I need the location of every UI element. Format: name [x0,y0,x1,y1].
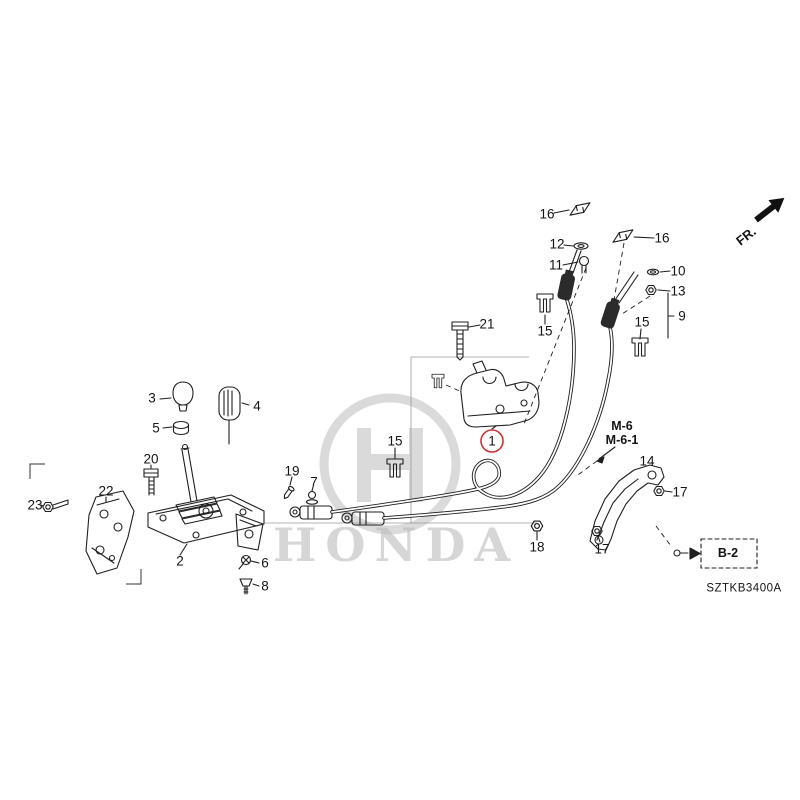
detail-box-corner-marks [29,463,142,585]
small-hardware-top [562,242,671,296]
part-callout-12[interactable]: 12 [549,236,565,252]
part-callout-17a[interactable]: 17 [672,484,688,500]
fr-direction-arrow-icon [754,197,785,223]
m6-reference-arrow [596,446,616,464]
part-callout-18[interactable]: 18 [529,539,545,555]
part-callout-5[interactable]: 5 [152,420,160,436]
shift-lever-assembly-2 [147,443,265,556]
red-callout-circle [480,429,504,453]
honda-watermark-text: HONDA [272,518,520,572]
retainer-clips-16 [553,202,655,243]
bolts-17-nut-18 [530,485,673,543]
part-callout-13[interactable]: 13 [670,283,686,299]
bolt-23 [40,499,69,513]
cable-stay-bracket-14 [589,464,665,551]
drawing-code: SZTKB3400A [706,582,782,595]
part-callout-11[interactable]: 11 [548,257,564,273]
part-callout-21[interactable]: 21 [479,316,495,332]
cable-bracket-1 [431,360,540,430]
cable-end-fittings [289,505,385,526]
part-callout-19[interactable]: 19 [284,463,300,479]
ref-label-b2[interactable]: B-2 [717,545,739,560]
screw-6 [238,554,260,570]
part-callout-7[interactable]: 7 [310,474,318,490]
part-callout-14[interactable]: 14 [639,453,655,469]
bolt-20 [143,464,159,496]
ref-label-m6[interactable]: M-6 [611,418,633,433]
part-callout-22[interactable]: 22 [98,483,114,499]
screw-19 [283,476,295,500]
bushing-5 [162,420,190,436]
part-callout-23[interactable]: 23 [27,497,43,513]
control-cables-9 [330,249,675,520]
part-callout-20[interactable]: 20 [143,451,159,467]
part-callout-1[interactable]: 1 [488,433,496,449]
bolt-21 [451,321,481,361]
shift-knob-3 [159,381,194,412]
part-callout-15c[interactable]: 15 [387,433,403,449]
mount-bracket-22 [85,490,135,575]
construction-lines [265,356,537,524]
screw-8 [239,578,260,595]
part-callout-15a[interactable]: 15 [537,323,553,339]
linework [40,202,758,595]
part-callout-17b[interactable]: 17 [594,541,610,557]
part-callout-16b[interactable]: 16 [654,230,670,246]
part-callout-2[interactable]: 2 [176,553,184,569]
select-knob-4 [218,386,250,445]
part-callout-6[interactable]: 6 [261,555,269,571]
part-callout-9[interactable]: 9 [678,308,686,324]
cable-clips-15 [386,293,649,478]
ref-label-m6-1[interactable]: M-6-1 [605,432,639,447]
dashed-leader-lines [445,242,672,547]
part-callout-10[interactable]: 10 [670,263,686,279]
part-callout-15b[interactable]: 15 [634,314,650,330]
part-callout-8[interactable]: 8 [261,578,269,594]
pin-7 [305,486,319,505]
b2-reference [673,538,758,569]
part-callout-4[interactable]: 4 [253,398,261,414]
part-callout-16a[interactable]: 16 [539,206,555,222]
part-callout-3[interactable]: 3 [148,390,156,406]
